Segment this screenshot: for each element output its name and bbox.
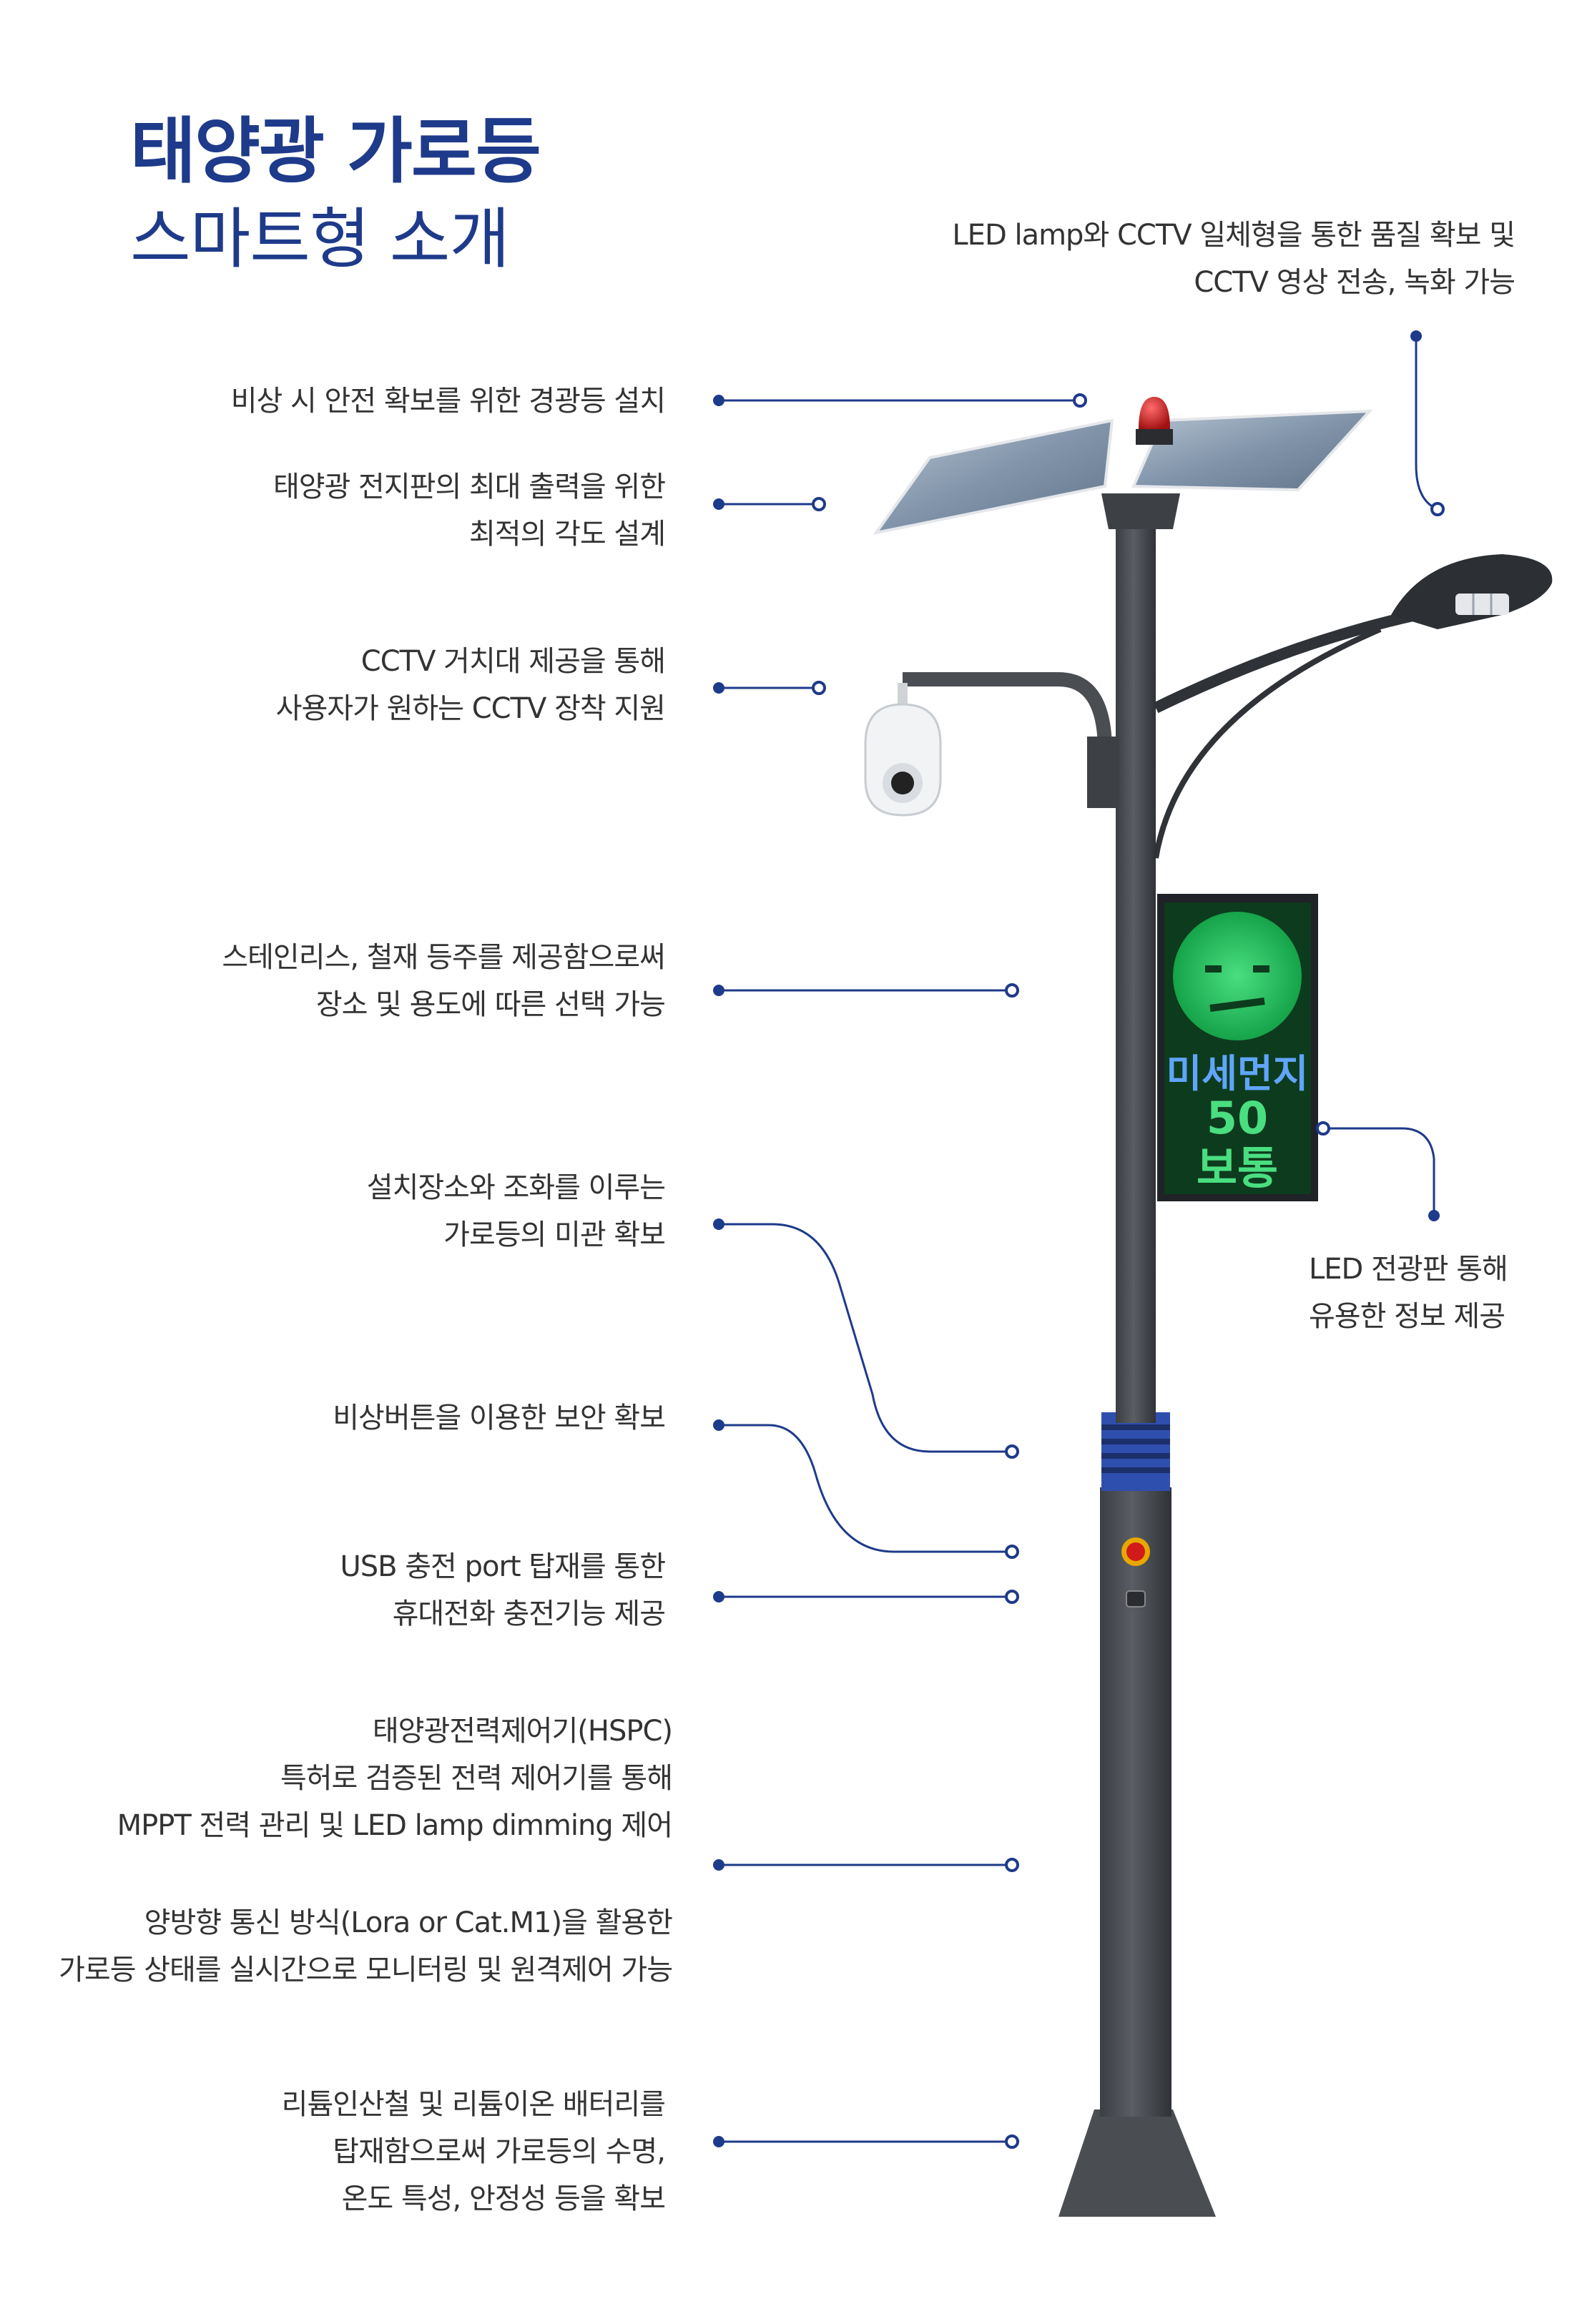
led-sign-line1: 미세먼지 — [1166, 1051, 1309, 1096]
feature-text: 특허로 검증된 전력 제어기를 통해 — [280, 1762, 673, 1795]
feature-text: MPPT 전력 관리 및 LED lamp dimming 제어 — [117, 1809, 673, 1842]
connector-end-rings — [812, 393, 1445, 2149]
page-title: 태양광 가로등 — [130, 109, 541, 193]
feature-text: 유용한 정보 제공 — [1309, 1300, 1505, 1333]
connector-lines — [719, 336, 1438, 2143]
feature-text: 설치장소와 조화를 이루는 — [366, 1171, 666, 1204]
feature-usb-port: USB 충전 port 탑재를 통한 휴대전화 충전기능 제공 — [340, 1543, 666, 1638]
feature-text: 가로등의 미관 확보 — [443, 1218, 666, 1251]
connector-led-sign — [1323, 1127, 1435, 1216]
feature-aesthetics: 설치장소와 조화를 이루는 가로등의 미관 확보 — [366, 1164, 666, 1259]
feature-text: 가로등 상태를 실시간으로 모니터링 및 원격제어 가능 — [59, 1954, 673, 1986]
feature-text: 사용자가 원하는 CCTV 장착 지원 — [275, 692, 666, 725]
feature-text: 비상버튼을 이용한 보안 확보 — [333, 1402, 666, 1434]
feature-text: USB 충전 port 탑재를 통한 — [340, 1550, 666, 1583]
feature-emergency-button: 비상버튼을 이용한 보안 확보 — [333, 1394, 666, 1442]
feature-text: 태양광 전지판의 최대 출력을 위한 — [272, 471, 666, 503]
connector-aesthetics — [719, 1223, 1012, 1453]
feature-text: 휴대전화 충전기능 제공 — [392, 1597, 666, 1630]
feature-battery: 리튬인산철 및 리튬이온 배터리를 탑재함으로써 가로등의 수명, 온도 특성,… — [281, 2081, 666, 2222]
feature-text: 태양광전력제어기(HSPC) — [372, 1715, 673, 1748]
led-sign-line3: 보통 — [1197, 1142, 1278, 1194]
connector-led-cctv — [1415, 336, 1438, 511]
feature-text: CCTV 거치대 제공을 통해 — [360, 645, 666, 678]
feature-text: 스테인리스, 철재 등주를 제공함으로써 — [222, 941, 666, 974]
feature-cctv-mount: CCTV 거치대 제공을 통해 사용자가 원하는 CCTV 장착 지원 — [275, 638, 666, 732]
feature-text: CCTV 영상 전송, 녹화 가능 — [1194, 266, 1515, 299]
pole-base — [1058, 2109, 1216, 2217]
feature-text: 탑재함으로써 가로등의 수명, — [333, 2135, 666, 2168]
feature-text: LED 전광판 통해 — [1309, 1253, 1508, 1286]
vent-band — [1101, 1412, 1170, 1491]
feature-text: 최적의 각도 설계 — [468, 518, 666, 551]
feature-text: LED lamp와 CCTV 일체형을 통한 품질 확보 및 — [952, 219, 1515, 252]
page-subtitle: 스마트형 소개 — [130, 201, 510, 277]
feature-warning-light: 비상 시 안전 확보를 위한 경광등 설치 — [230, 378, 666, 425]
feature-text: 양방향 통신 방식(Lora or Cat.M1)을 활용한 — [144, 1906, 673, 1939]
feature-text: 비상 시 안전 확보를 위한 경광등 설치 — [230, 385, 666, 418]
lamp-arm — [1153, 609, 1418, 714]
feature-text: 리튬인산철 및 리튬이온 배터리를 — [281, 2088, 666, 2121]
feature-led-sign: LED 전광판 통해 유용한 정보 제공 — [1309, 1246, 1508, 1340]
connector-dots — [713, 330, 1440, 2147]
usb-port — [1126, 1590, 1146, 1607]
cable — [1153, 626, 1382, 859]
feature-power-controller: 태양광전력제어기(HSPC) 특허로 검증된 전력 제어기를 통해 MPPT 전… — [117, 1708, 673, 1849]
warning-beacon — [1136, 397, 1173, 445]
led-sign-line2: 50 — [1207, 1092, 1268, 1144]
feature-led-cctv: LED lamp와 CCTV 일체형을 통한 품질 확보 및 CCTV 영상 전… — [952, 212, 1515, 306]
feature-text: 온도 특성, 안정성 등을 확보 — [341, 2182, 666, 2215]
connector-emergency — [719, 1424, 1012, 1553]
pole-upper — [1116, 501, 1156, 1423]
led-sign-board: 미세먼지 50 보통 — [1157, 894, 1318, 1201]
led-lamp-head — [1391, 554, 1553, 629]
feature-communication: 양방향 통신 방식(Lora or Cat.M1)을 활용한 가로등 상태를 실… — [59, 1899, 673, 1994]
cctv-camera — [864, 683, 942, 817]
pole-lower — [1100, 1487, 1171, 2117]
feature-panel-angle: 태양광 전지판의 최대 출력을 위한 최적의 각도 설계 — [272, 463, 666, 558]
solar-panel — [873, 409, 1373, 535]
feature-text: 장소 및 용도에 따른 선택 가능 — [315, 988, 666, 1021]
feature-pole-material: 스테인리스, 철재 등주를 제공함으로써 장소 및 용도에 따른 선택 가능 — [222, 934, 666, 1028]
